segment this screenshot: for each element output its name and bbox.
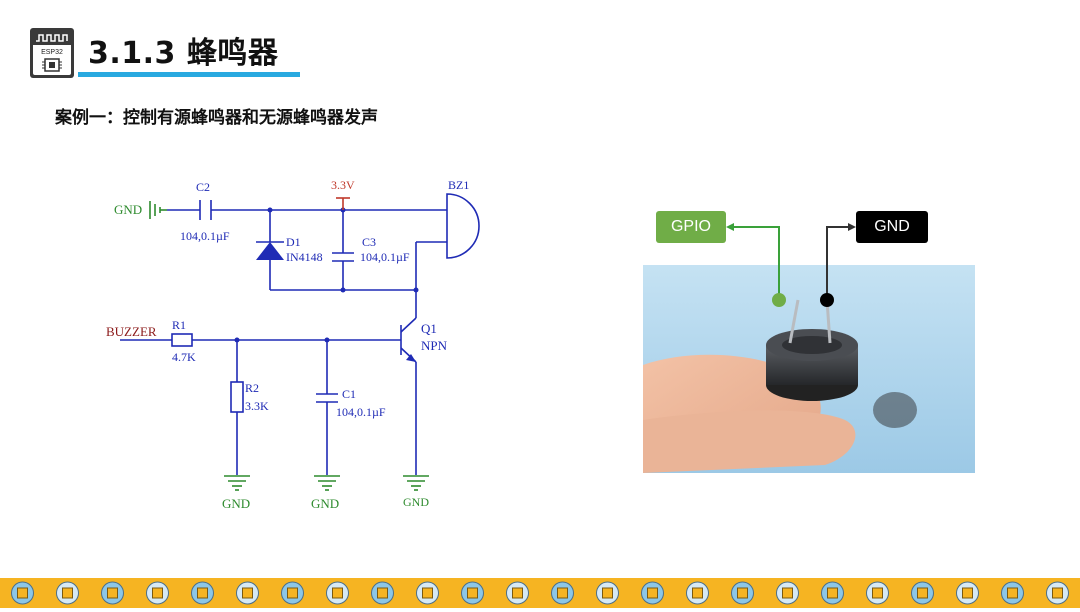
chip-icon	[281, 581, 304, 605]
junction-dots	[234, 207, 419, 343]
diode-symbol	[256, 242, 284, 260]
transistor-emitter-arrow	[406, 354, 416, 362]
buzzer-net-label: BUZZER	[106, 324, 157, 339]
c3-value-label: 104,0.1µF	[360, 250, 410, 264]
c1-label: C1	[342, 387, 356, 401]
c1-value-label: 104,0.1µF	[336, 405, 386, 419]
d1-part-label: IN4148	[286, 250, 323, 264]
chip-icon	[236, 581, 259, 605]
gnd-pin-marker	[820, 293, 834, 307]
footer-chip-icons	[11, 581, 1069, 605]
chip-icon	[416, 581, 439, 605]
gnd-left-label: GND	[114, 202, 142, 217]
vcc-label: 3.3V	[331, 178, 355, 192]
chip-icon	[146, 581, 169, 605]
chip-icon	[686, 581, 709, 605]
gnd-c1-label: GND	[311, 496, 339, 511]
chip-icon	[911, 581, 934, 605]
gnd-r2-label: GND	[222, 496, 250, 511]
r1-value-label: 4.7K	[172, 350, 196, 364]
title-underline	[78, 72, 300, 77]
bz1-label: BZ1	[448, 178, 469, 192]
page-title: 3.1.3 蜂鸣器	[88, 36, 279, 71]
buzzer-photo	[643, 223, 975, 473]
chip-icon	[731, 581, 754, 605]
svg-text:ESP32: ESP32	[41, 49, 63, 56]
chip-icon	[11, 581, 34, 605]
chip-icon	[551, 581, 574, 605]
ground-symbols-bottom	[224, 475, 429, 491]
chip-icon	[956, 581, 979, 605]
footer-chip-band	[0, 578, 1080, 608]
vcc-symbol	[336, 197, 350, 210]
ground-symbol-left	[149, 201, 167, 219]
r2-label: R2	[245, 381, 259, 395]
r2-value-label: 3.3K	[245, 399, 269, 413]
gnd-pin-label: GND	[856, 211, 928, 243]
q1-label: Q1	[421, 321, 437, 336]
chip-icon	[101, 581, 124, 605]
q1-type-label: NPN	[421, 338, 448, 353]
chip-icon	[641, 581, 664, 605]
gpio-pin-label: GPIO	[656, 211, 726, 243]
c3-label: C3	[362, 235, 376, 249]
chip-icon	[371, 581, 394, 605]
chip-icon	[821, 581, 844, 605]
d1-label: D1	[286, 235, 301, 249]
c2-label: C2	[196, 180, 210, 194]
chip-icon	[506, 581, 529, 605]
gpio-pin-marker	[772, 293, 786, 307]
c2-value-label: 104,0.1µF	[180, 229, 230, 243]
chip-icon	[191, 581, 214, 605]
chip-icon	[866, 581, 889, 605]
r1-label: R1	[172, 318, 186, 332]
gnd-q1-label: GND	[403, 495, 429, 509]
chip-icon	[596, 581, 619, 605]
chip-icon	[1001, 581, 1024, 605]
chip-icon	[1046, 581, 1069, 605]
buzzer-circuit-schematic: GND C2 104,0.1µF 3.3V BZ1 D1 IN4148 C3 1…	[106, 178, 480, 511]
chip-icon	[56, 581, 79, 605]
chip-icon	[461, 581, 484, 605]
esp32-logo-icon: ESP32	[30, 28, 74, 78]
case-subtitle: 案例一：控制有源蜂鸣器和无源蜂鸣器发声	[55, 108, 378, 128]
chip-icon	[776, 581, 799, 605]
chip-icon	[326, 581, 349, 605]
